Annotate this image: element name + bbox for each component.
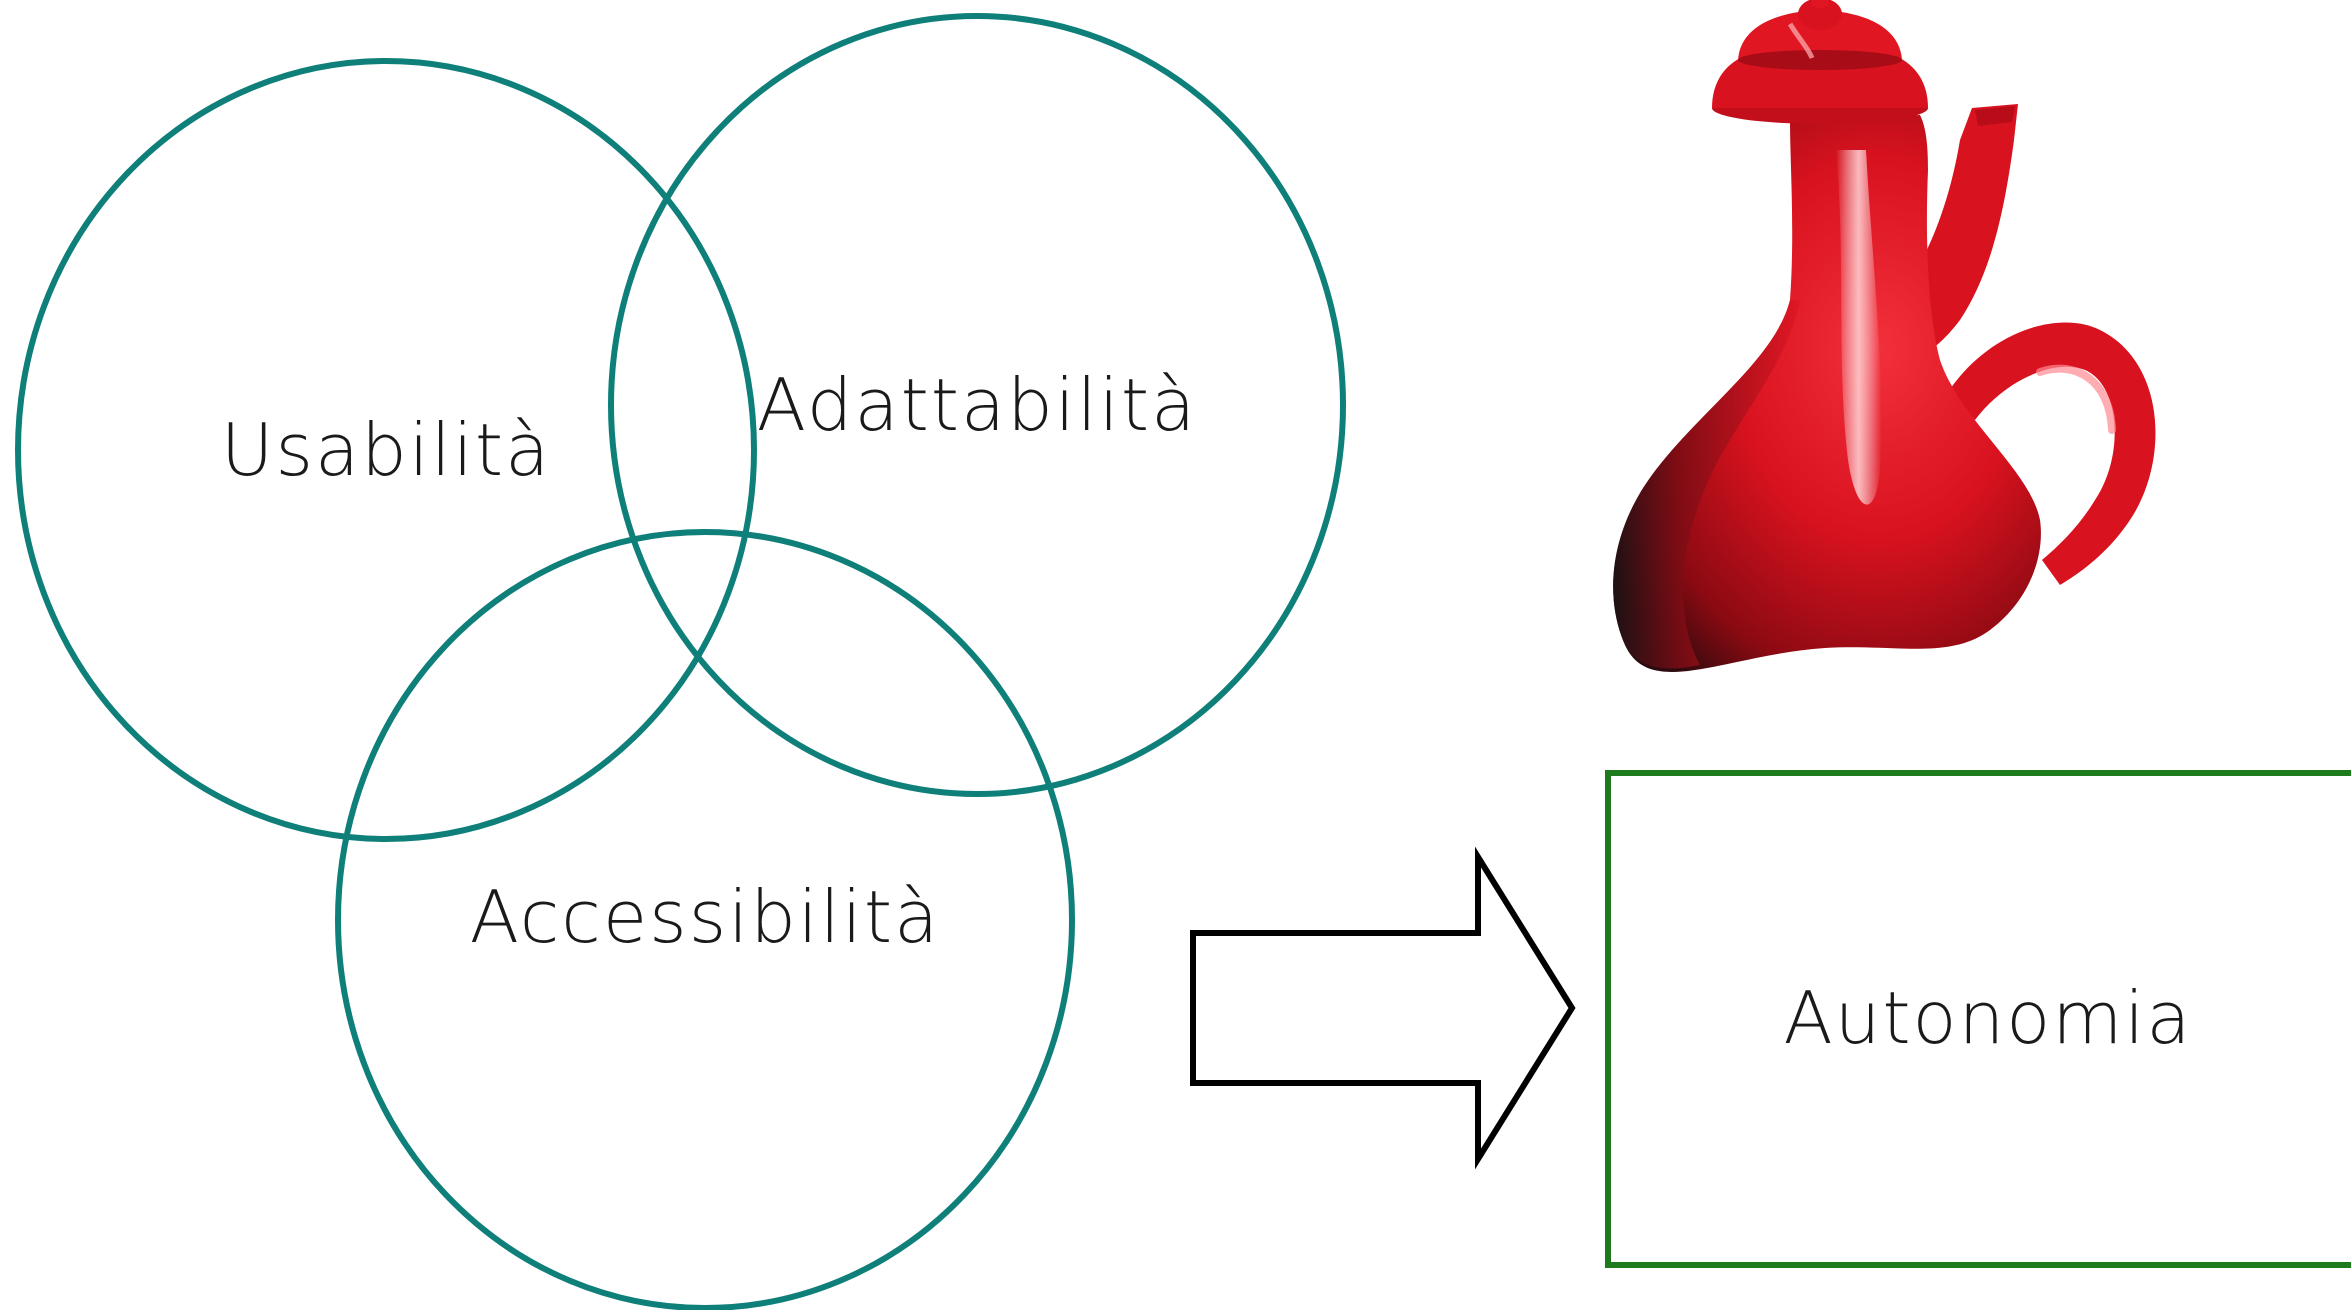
autonomia-label: Autonomia: [1783, 976, 2192, 1060]
venn-circles: [15, 13, 1346, 1310]
right-arrow-icon: [1190, 846, 1576, 1170]
venn-circle-accessibilita: [335, 529, 1075, 1310]
red-teapot-icon: [1613, 0, 2156, 672]
venn-label-accessibilita: Accessibilità: [470, 875, 941, 959]
venn-circle-usabilita: [15, 58, 757, 842]
venn-circle-adattabilita: [608, 13, 1346, 797]
venn-label-usabilita: Usabilità: [221, 408, 551, 492]
autonomia-box: [1605, 770, 2351, 1268]
venn-label-adattabilita: Adattabilità: [757, 363, 1197, 447]
